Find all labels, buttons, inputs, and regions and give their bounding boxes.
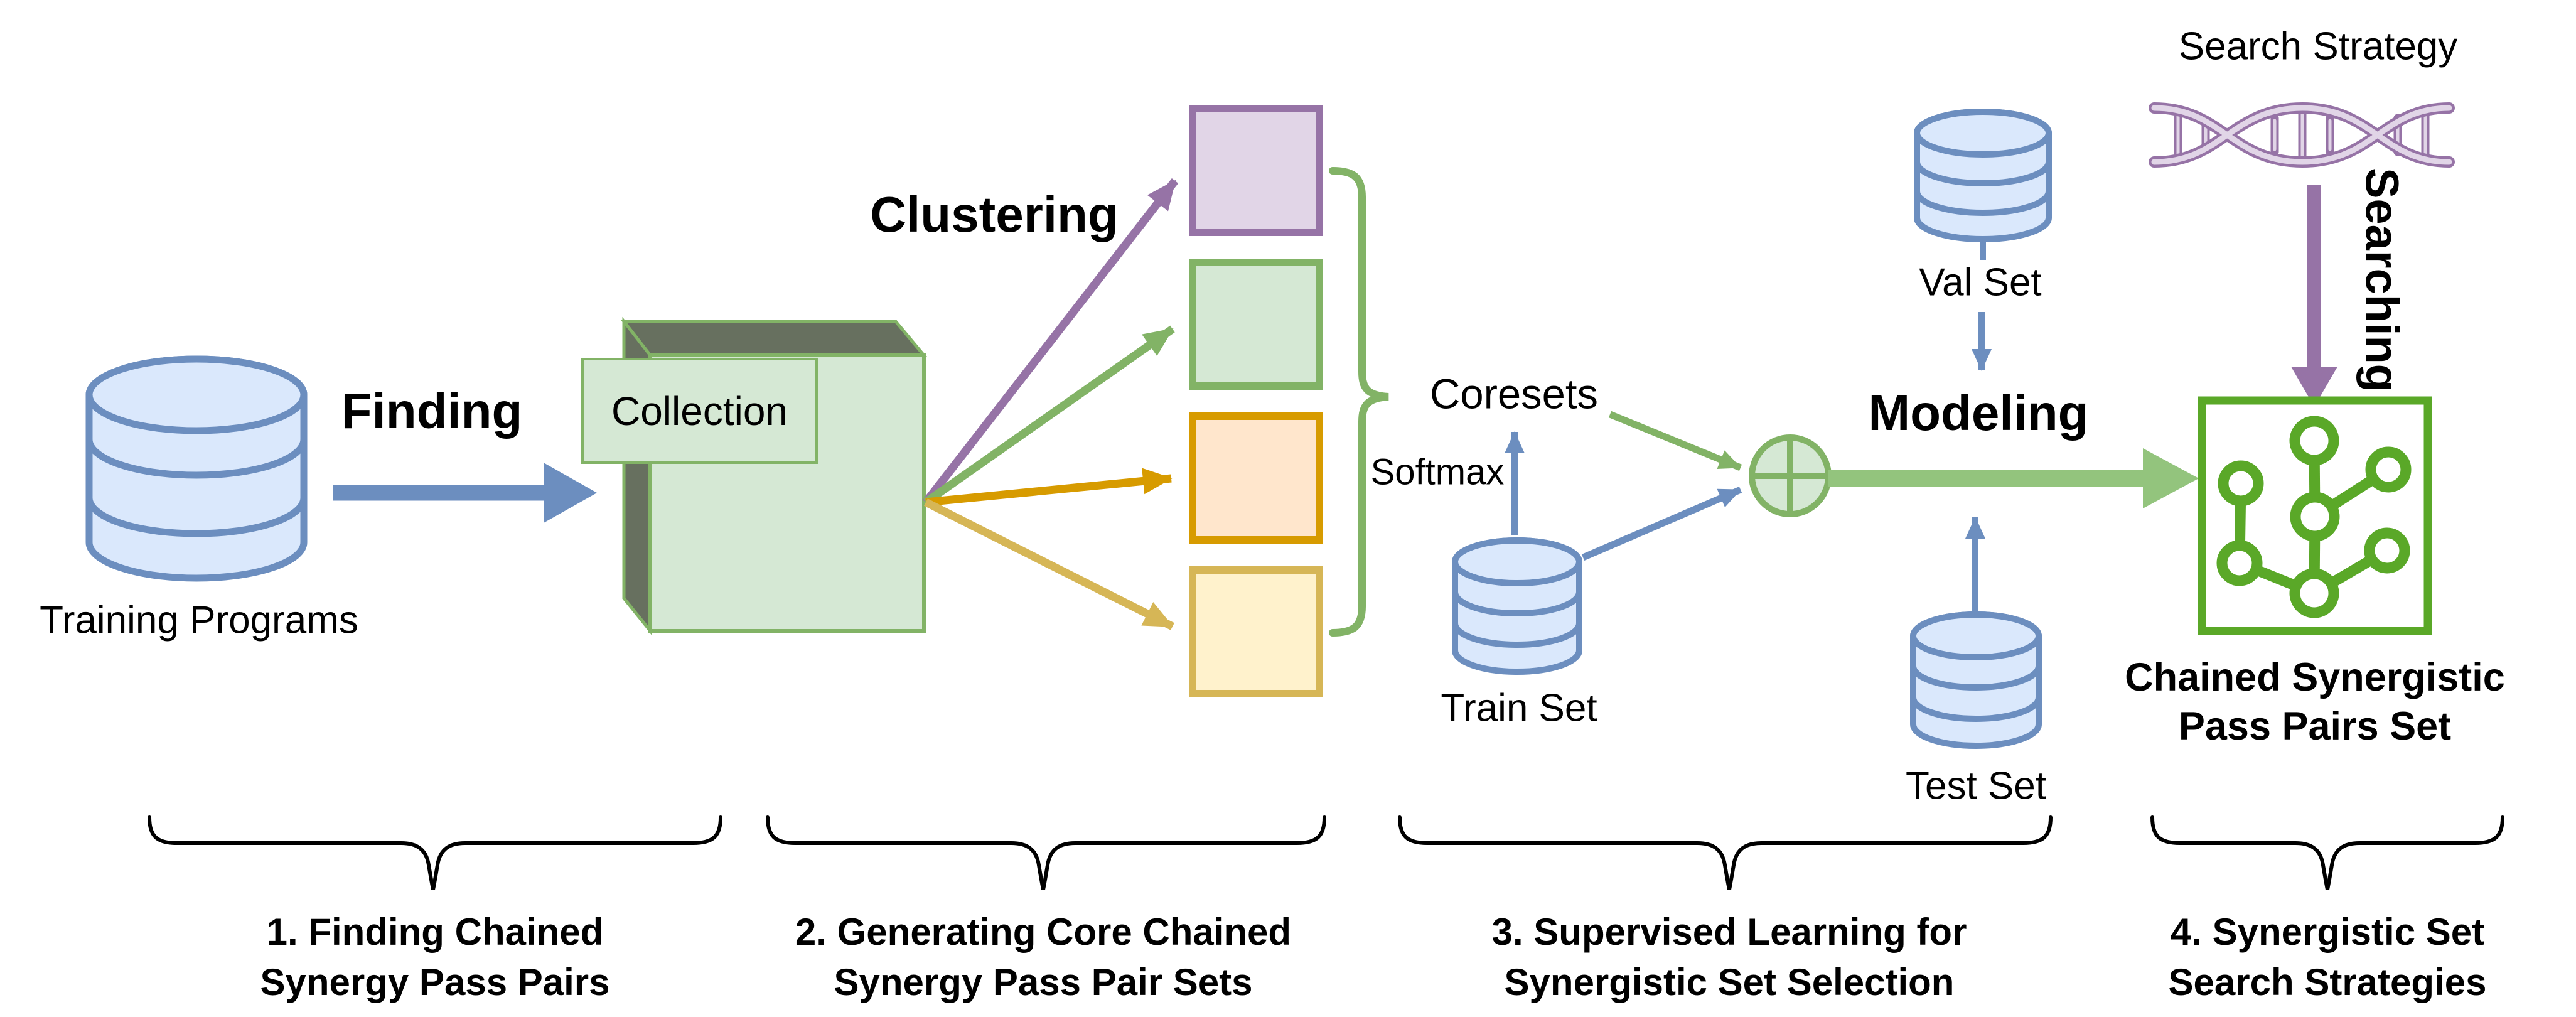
modeling-label: Modeling (1868, 385, 2089, 441)
test-database-icon (1910, 611, 2042, 749)
cluster-square-green (1189, 259, 1323, 390)
stage2-caption-line1: 2. Generating Core Chained (795, 911, 1292, 953)
result-label-line1: Chained Synergistic (2125, 655, 2505, 699)
stage1-caption-line1: 1. Finding Chained (266, 911, 604, 953)
stage3-caption-line2: Synergistic Set Selection (1504, 961, 1955, 1003)
clustering-label: Clustering (870, 186, 1119, 242)
searching-arrow-icon (2291, 185, 2337, 407)
cluster-square-purple (1189, 105, 1323, 236)
cluster-brace-icon (1329, 167, 1389, 637)
collection-label-text: Collection (611, 388, 788, 434)
training-database-icon (85, 355, 308, 582)
coresets-label: Coresets (1429, 370, 1599, 418)
stage1-caption-line2: Synergy Pass Pairs (260, 961, 610, 1003)
stage3-caption-line1: 3. Supervised Learning for (1491, 911, 1967, 953)
stage4-brace-icon (2150, 815, 2504, 890)
collection-label: Collection (581, 358, 818, 464)
dna-icon (2149, 102, 2455, 168)
stage1-brace-icon (148, 815, 722, 890)
finding-label: Finding (341, 383, 523, 439)
stage4-caption-line2: Search Strategies (2168, 961, 2487, 1003)
searching-label: Searching (2356, 168, 2408, 392)
trainset-arrow (1581, 486, 1742, 561)
stage2-caption: 2. Generating Core Chained Synergy Pass … (795, 907, 1291, 1008)
result-label-line2: Pass Pairs Set (2178, 704, 2452, 748)
stage4-caption: 4. Synergistic Set Search Strategies (2169, 907, 2487, 1008)
cluster-arrows (922, 178, 1179, 630)
stage2-caption-line2: Synergy Pass Pair Sets (834, 961, 1253, 1003)
test-set-label: Test Set (1906, 764, 2046, 808)
val-set-label: Val Set (1919, 261, 2042, 304)
val-database-icon (1914, 109, 2052, 242)
stage3-brace-icon (1398, 815, 2053, 890)
finding-arrow-icon (333, 463, 597, 523)
coresets-arrow (1608, 411, 1742, 471)
sum-node-icon (1749, 434, 1832, 517)
training-programs-label: Training Programs (40, 598, 358, 642)
train-database-icon (1452, 537, 1582, 675)
stage1-caption: 1. Finding Chained Synergy Pass Pairs (260, 907, 609, 1008)
stage4-caption-line1: 4. Synergistic Set (2170, 911, 2485, 953)
stage3-caption: 3. Supervised Learning for Synergistic S… (1492, 907, 1967, 1008)
cluster-square-orange (1189, 412, 1323, 544)
result-label: Chained Synergistic Pass Pairs Set (2125, 653, 2505, 751)
pass-graph-icon (2198, 396, 2432, 635)
softmax-label: Softmax (1370, 451, 1505, 493)
stage2-brace-icon (766, 815, 1326, 890)
search-strategy-label: Search Strategy (2178, 24, 2458, 68)
modeling-arrow-icon (1828, 448, 2199, 508)
cluster-square-yellow (1189, 566, 1323, 697)
train-set-label: Train Set (1441, 686, 1597, 730)
